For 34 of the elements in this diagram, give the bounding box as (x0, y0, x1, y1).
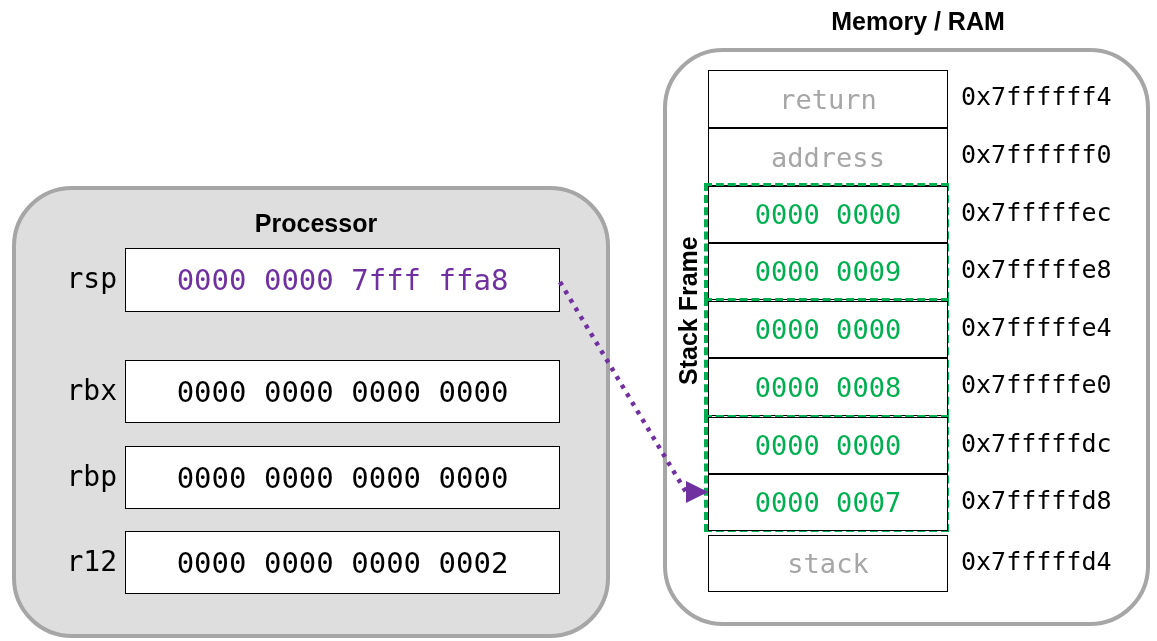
address-label: 0x7fffffd8 (961, 485, 1112, 515)
register-name: rbp (66, 459, 117, 493)
register-name: rbx (66, 373, 117, 407)
address-label: 0x7fffffd4 (961, 546, 1112, 576)
address-label: 0x7fffffe8 (961, 254, 1112, 284)
memory-cell: address (708, 128, 948, 186)
address-label: 0x7ffffff4 (961, 82, 1112, 111)
register-box: 0000 0000 0000 0000 (125, 360, 560, 423)
memory-cell: stack (708, 535, 948, 592)
address-label: 0x7ffffff0 (961, 140, 1112, 169)
memory-cell: return (708, 70, 948, 128)
stack-frame-outline (704, 298, 949, 417)
register-box: 0000 0000 0000 0000 (125, 446, 560, 509)
register-box: 0000 0000 7fff ffa8 (125, 248, 560, 312)
address-label: 0x7fffffdc (961, 428, 1112, 458)
memory-cell: 0000 0000 (708, 186, 948, 243)
panel-title: Processor (253, 209, 379, 238)
panel-title: Memory / RAM (830, 7, 1006, 36)
register-box: 0000 0000 0000 0002 (125, 531, 560, 594)
register-name: rsp (66, 262, 117, 295)
memory-cell: 0000 0000 (708, 301, 948, 358)
address-label: 0x7fffffe0 (961, 370, 1112, 399)
address-label: 0x7fffffec (961, 197, 1112, 227)
address-label: 0x7fffffe4 (961, 312, 1112, 342)
stack-frame-outline (704, 183, 949, 300)
memory-cell: 0000 0007 (708, 474, 948, 531)
stack-frame-label: Stack Frame (674, 235, 703, 388)
pointer-arrow (558, 280, 708, 504)
memory-cell: 0000 0009 (708, 243, 948, 300)
memory-cell: 0000 0008 (708, 358, 948, 416)
register-name: r12 (66, 544, 117, 578)
processor-panel (12, 186, 610, 638)
stack-frame-outline (704, 415, 949, 532)
memory-cell: 0000 0000 (708, 417, 948, 474)
